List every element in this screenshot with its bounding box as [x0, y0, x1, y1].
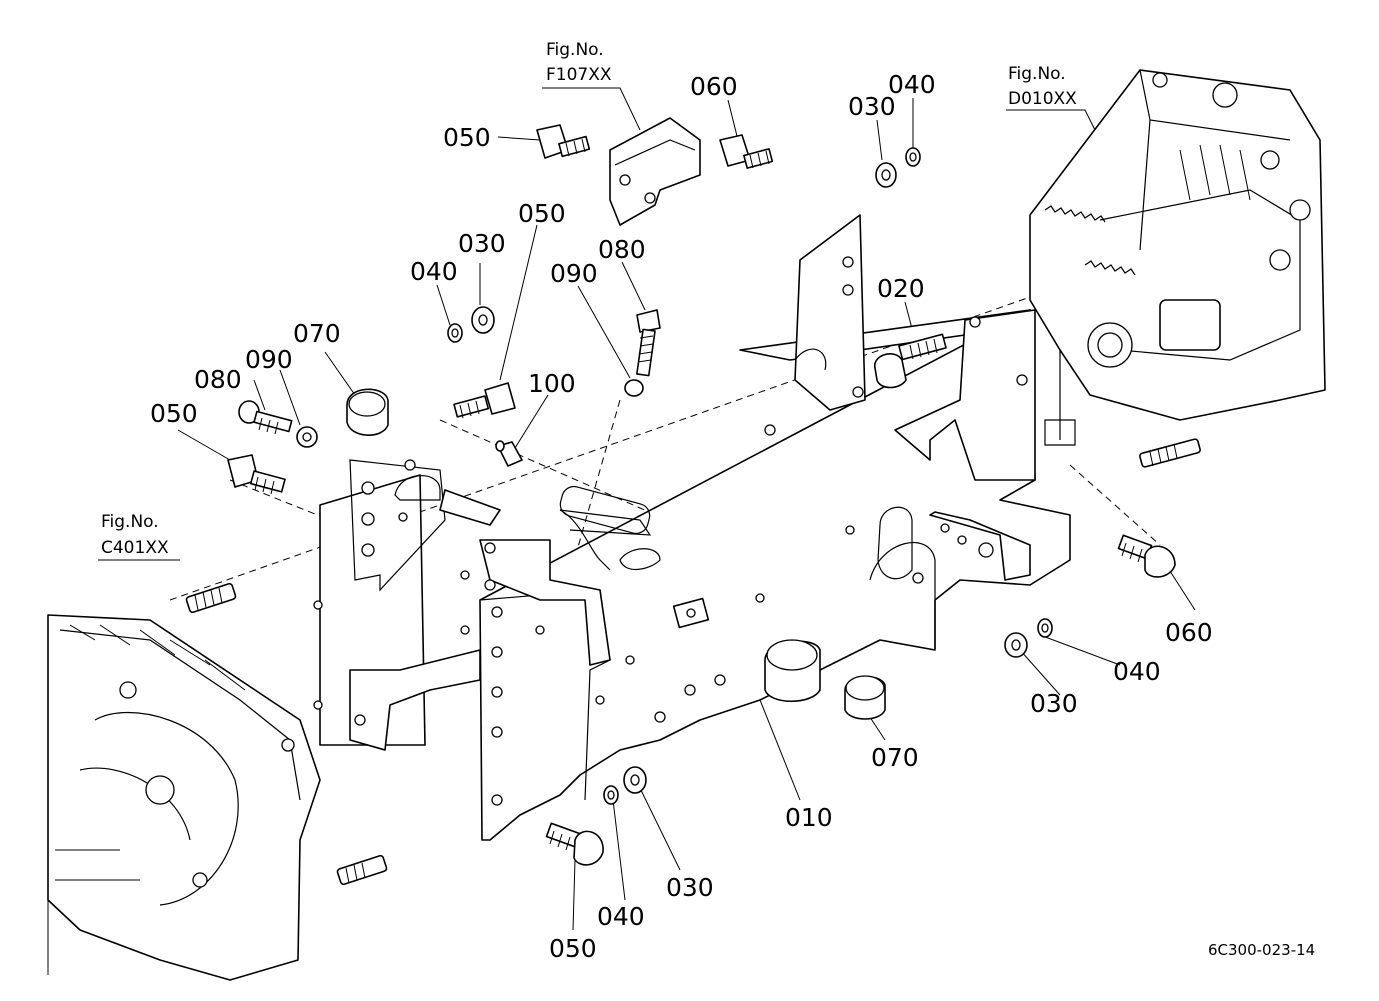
nut-030-top: [875, 162, 897, 188]
callout-label: 040: [597, 902, 645, 931]
left-housing: [47, 582, 388, 981]
callout-label: 090: [245, 345, 293, 374]
bolt-060-right: [1117, 534, 1176, 578]
nut-030-right: [1004, 632, 1028, 658]
nut-030-left: [471, 306, 495, 334]
callout-label: 050: [443, 123, 491, 152]
bushing-070-frame: [764, 639, 821, 702]
callout-label: 030: [666, 873, 714, 902]
bolt-020: [874, 333, 947, 389]
washer-040-left: [447, 323, 463, 343]
callout-label: 050: [518, 199, 566, 228]
fasteners: [227, 117, 1176, 866]
callout-label: 070: [871, 743, 919, 772]
nut-090-left: [296, 426, 318, 448]
bolt-050-bottom: [545, 822, 604, 866]
bolt-050-top: [536, 124, 591, 159]
bolt-060-top: [719, 134, 774, 169]
callout-label: 030: [1030, 689, 1078, 718]
callout-label: 040: [1113, 657, 1161, 686]
callout-label: 030: [848, 92, 896, 121]
left-bracket-assembly: [313, 459, 661, 751]
callout-label: 030: [458, 229, 506, 258]
callout-label: 060: [690, 72, 738, 101]
drawing-code: 6C300-023-14: [1208, 941, 1315, 959]
callout-labels: 050 060 030 040 050 030 040 080 090 070 …: [150, 70, 1213, 963]
washer-040-bottom: [603, 785, 619, 805]
bracket-F107XX: [609, 117, 701, 226]
bolt-050-mid: [453, 382, 516, 419]
fitting-100: [495, 440, 523, 467]
callout-label: 050: [549, 934, 597, 963]
bolt-080-vertical: [636, 309, 661, 377]
nut-030-bottom: [623, 766, 647, 794]
nut-090-vertical: [624, 379, 644, 397]
washer-040-top: [905, 147, 921, 167]
figure-ref-code: C401XX: [101, 538, 169, 558]
bolt-050-left: [227, 454, 286, 495]
right-transmission: [1029, 69, 1326, 468]
callout-label: 080: [598, 235, 646, 264]
callout-label: 070: [293, 319, 341, 348]
figure-ref-label: Fig.No.: [546, 40, 604, 60]
callout-label: 050: [150, 399, 198, 428]
bolt-080-left: [238, 400, 293, 435]
callout-label: 060: [1165, 618, 1213, 647]
figure-ref-code: D010XX: [1008, 89, 1077, 109]
callout-label: 100: [528, 369, 576, 398]
figure-ref-code: F107XX: [546, 65, 612, 85]
callout-label: 020: [877, 274, 925, 303]
figure-ref-label: Fig.No.: [1008, 64, 1066, 84]
figure-ref-F107XX: Fig.No. F107XX: [546, 40, 612, 85]
callout-label: 010: [785, 803, 833, 832]
callout-label: 040: [410, 257, 458, 286]
leader-lines: [98, 87, 1196, 931]
callout-label: 080: [194, 365, 242, 394]
bushing-070-left: [346, 388, 389, 436]
figure-ref-label: Fig.No.: [101, 512, 159, 532]
main-frame-bracket: [479, 214, 1071, 841]
bushing-070-right: [844, 675, 886, 720]
figure-ref-D010XX: Fig.No. D010XX: [1008, 64, 1077, 109]
callout-label: 040: [888, 70, 936, 99]
callout-label: 090: [550, 259, 598, 288]
washer-040-right: [1037, 618, 1053, 638]
figure-ref-C401XX: Fig.No. C401XX: [101, 512, 169, 558]
